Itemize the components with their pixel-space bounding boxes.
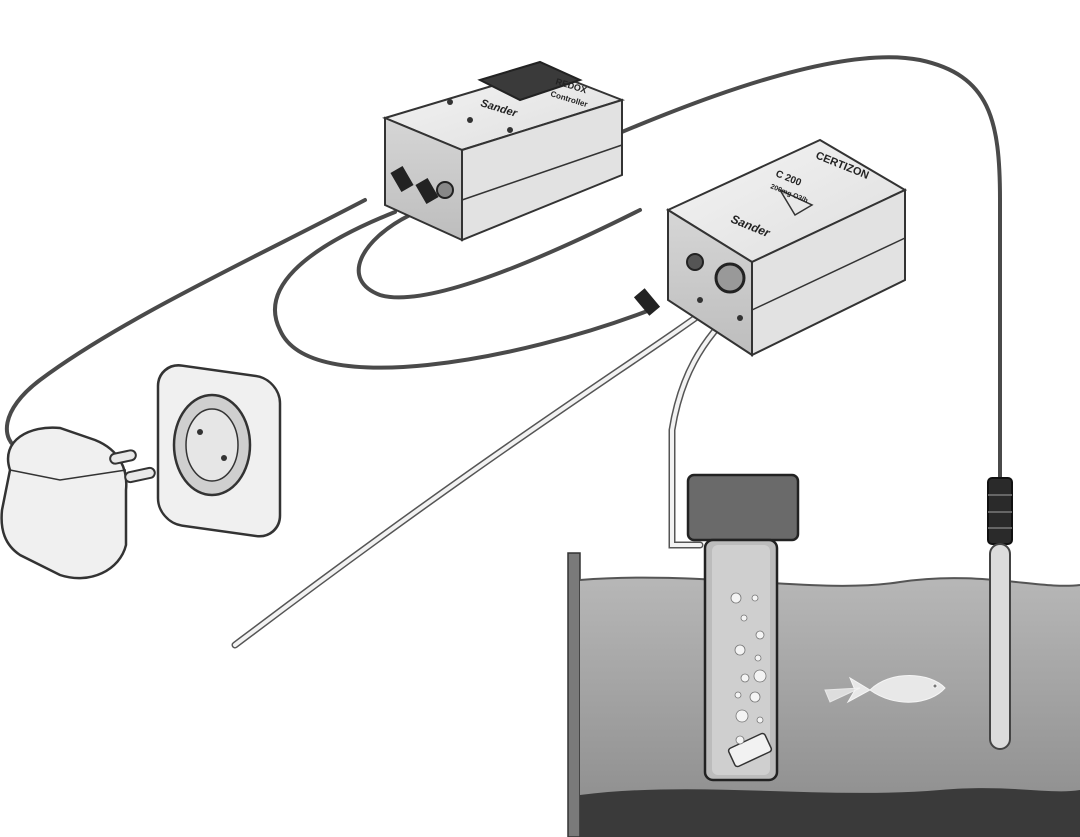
certizon-ozonizer: CERTIZON C 200 200mg O3/h Sander	[633, 138, 908, 357]
socket-hole-1	[197, 429, 203, 435]
air-stone	[727, 732, 773, 768]
redox-led-2	[467, 117, 473, 123]
electrode-glass-body	[989, 543, 1011, 750]
reactor-cap	[686, 473, 800, 542]
ozone-reactor	[686, 473, 800, 782]
redox-controller: REDOX Controller Sander	[382, 60, 626, 242]
socket-hole-2	[221, 455, 227, 461]
connecting-cable	[273, 210, 652, 370]
bubbles	[730, 592, 767, 745]
water-surface	[579, 576, 1080, 587]
redox-bnc-connector	[436, 181, 454, 199]
plug-pin-1	[109, 449, 137, 465]
air-tube-inner	[233, 298, 722, 647]
certizon-screw-2	[737, 315, 743, 321]
substrate	[580, 788, 1080, 837]
certizon-screw-1	[697, 297, 703, 303]
redox-connector-1	[390, 165, 414, 193]
redox-led-3	[507, 127, 513, 133]
fish-icon	[824, 675, 946, 704]
signal-cable	[356, 208, 642, 300]
power-cable	[5, 198, 367, 452]
redox-led-1	[447, 99, 453, 105]
tank-wall-left	[567, 552, 581, 837]
warning-triangle-icon	[778, 188, 814, 217]
redox-electrode	[987, 477, 1013, 750]
plug-pin-2	[124, 466, 156, 484]
certizon-power-plug	[633, 288, 661, 316]
redox-display	[477, 60, 583, 102]
certizon-port-2	[714, 262, 746, 294]
redox-connector-2	[415, 177, 439, 205]
certizon-port-1	[686, 253, 704, 271]
plug-adapter	[0, 426, 156, 580]
wall-socket	[156, 364, 282, 538]
